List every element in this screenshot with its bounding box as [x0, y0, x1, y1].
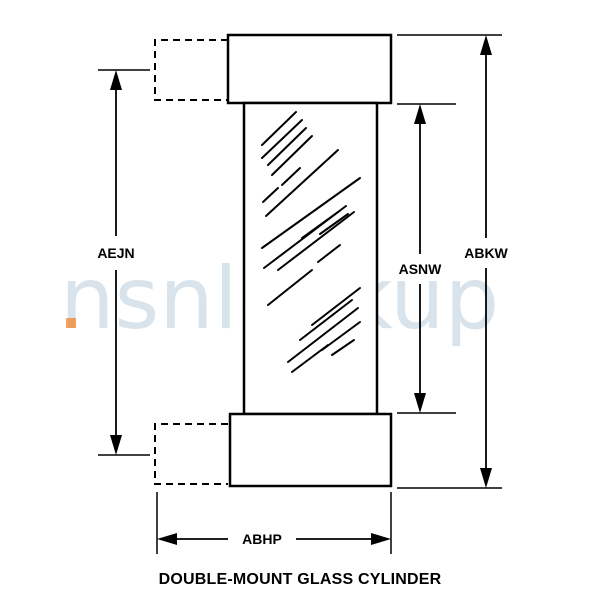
aejn-dimension: AEJN [97, 70, 135, 455]
dashed-mount-outlines [154, 39, 228, 485]
glass-reflection-hatching [261, 111, 361, 373]
abhp-arrow-left [157, 533, 177, 545]
abkw-label: ABKW [464, 245, 508, 261]
top-dashed-mount [154, 39, 228, 101]
asnw-label: ASNW [399, 261, 443, 277]
asnw-dimension: ASNW [399, 104, 443, 413]
glass-tube [242, 101, 379, 416]
abkw-arrow-top [480, 35, 492, 55]
abhp-dimension: ABHP [157, 531, 391, 547]
bottom-end-cap [228, 412, 393, 488]
diagram-caption: DOUBLE-MOUNT GLASS CYLINDER [159, 571, 442, 588]
asnw-arrow-top [414, 104, 426, 124]
bottom-dashed-mount [154, 423, 228, 485]
asnw-arrow-bottom [414, 393, 426, 413]
watermark-dot [66, 318, 76, 328]
abkw-arrow-bottom [480, 468, 492, 488]
aejn-label: AEJN [97, 245, 134, 261]
abhp-arrow-right [371, 533, 391, 545]
aejn-arrow-top [110, 70, 122, 90]
top-end-cap [226, 33, 393, 105]
aejn-arrow-bottom [110, 435, 122, 455]
abhp-label: ABHP [242, 531, 282, 547]
abkw-dimension: ABKW [464, 35, 509, 488]
extension-lines [98, 34, 502, 554]
